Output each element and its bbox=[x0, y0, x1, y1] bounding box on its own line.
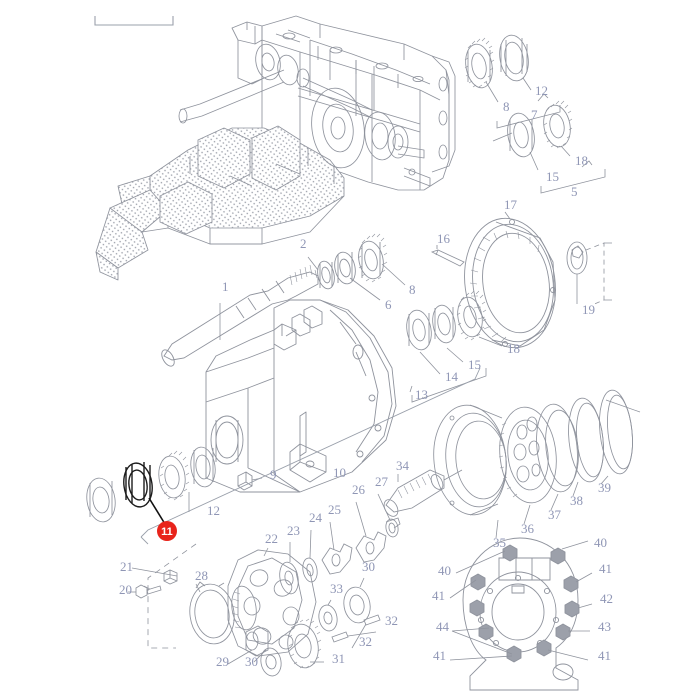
highlight-badge-circle[interactable] bbox=[157, 521, 177, 541]
callout-41-c: 41 bbox=[433, 648, 446, 663]
lower-bearing-stack bbox=[86, 446, 216, 523]
callout-23: 23 bbox=[287, 523, 300, 538]
callout-34: 34 bbox=[396, 458, 410, 473]
callout-18-b: 18 bbox=[575, 153, 588, 168]
callout-27: 27 bbox=[375, 474, 389, 489]
callout-30-a: 30 bbox=[245, 654, 258, 669]
callout-42: 42 bbox=[600, 591, 613, 606]
callout-40-a: 40 bbox=[594, 535, 607, 550]
callout-12-a: 12 bbox=[535, 83, 548, 98]
callout-35: 35 bbox=[493, 535, 506, 550]
callout-32-a: 32 bbox=[385, 613, 398, 628]
callout-25: 25 bbox=[328, 502, 341, 517]
top-bracket-mark bbox=[94, 16, 174, 26]
brake-housing-assembly bbox=[449, 537, 593, 691]
callout-24: 24 bbox=[309, 510, 323, 525]
callout-2: 2 bbox=[300, 236, 307, 251]
callout-6: 6 bbox=[385, 297, 392, 312]
callout-43: 43 bbox=[598, 619, 611, 634]
callout-8-a: 8 bbox=[503, 99, 510, 114]
callout-44: 44 bbox=[436, 619, 450, 634]
ring-gear-17 bbox=[464, 211, 556, 349]
callout-17: 17 bbox=[504, 197, 518, 212]
callout-31: 31 bbox=[332, 651, 345, 666]
callout-15-a: 15 bbox=[468, 357, 481, 372]
callout-41-d: 41 bbox=[598, 648, 611, 663]
callout-39: 39 bbox=[598, 480, 611, 495]
callout-41-a: 41 bbox=[599, 561, 612, 576]
callout-9: 9 bbox=[270, 467, 277, 482]
callout-33: 33 bbox=[330, 581, 343, 596]
callout-10: 10 bbox=[333, 465, 346, 480]
callout-13: 13 bbox=[415, 387, 428, 402]
callout-16: 16 bbox=[437, 231, 451, 246]
shim-19 bbox=[566, 241, 612, 306]
input-shaft-group bbox=[161, 233, 406, 367]
callout-21: 21 bbox=[120, 559, 133, 574]
callout-labels: 1 2 5 6 7 8 8 9 10 12 12 13 14 15 15 16 … bbox=[119, 83, 613, 669]
gearbox-assembly-drawing bbox=[95, 15, 456, 281]
callout-15-b: 15 bbox=[546, 169, 559, 184]
callout-8-b: 8 bbox=[409, 282, 416, 297]
highlight-leader-line bbox=[148, 497, 166, 525]
brake-pack-group bbox=[433, 389, 641, 539]
callout-7: 7 bbox=[531, 107, 538, 122]
differential-carrier-group bbox=[128, 493, 401, 677]
callout-30-b: 30 bbox=[362, 559, 375, 574]
callout-1: 1 bbox=[222, 279, 229, 294]
callout-28: 28 bbox=[195, 568, 208, 583]
bearing-group-7 bbox=[464, 34, 561, 129]
callout-41-b: 41 bbox=[432, 588, 445, 603]
callout-38: 38 bbox=[570, 493, 583, 508]
highlight-badge-label: 11 bbox=[161, 526, 173, 538]
callout-36: 36 bbox=[521, 521, 535, 536]
bearing-group-14-15-18 bbox=[406, 290, 503, 403]
callout-5: 5 bbox=[571, 184, 578, 199]
pin-16 bbox=[430, 245, 465, 267]
callout-20: 20 bbox=[119, 582, 132, 597]
callout-26: 26 bbox=[352, 482, 366, 497]
callout-40-b: 40 bbox=[438, 563, 451, 578]
callout-12-b: 12 bbox=[207, 503, 220, 518]
callout-29: 29 bbox=[216, 654, 229, 669]
callout-22: 22 bbox=[265, 531, 278, 546]
callout-14: 14 bbox=[445, 369, 459, 384]
callout-18-a: 18 bbox=[507, 341, 520, 356]
callout-37: 37 bbox=[548, 507, 562, 522]
callout-19: 19 bbox=[582, 302, 595, 317]
callout-32-b: 32 bbox=[359, 634, 372, 649]
bearing-group-5 bbox=[492, 100, 606, 194]
axle-housing-10 bbox=[205, 299, 397, 493]
highlight-marker-11[interactable]: 11 bbox=[148, 497, 177, 541]
group-bracket-line bbox=[140, 367, 481, 545]
